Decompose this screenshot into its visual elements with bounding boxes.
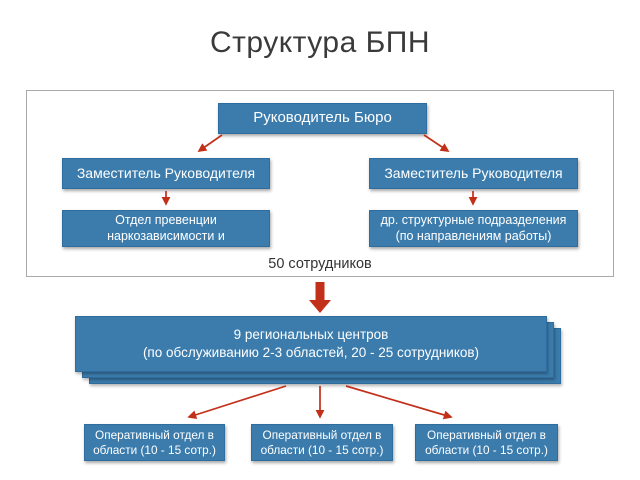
- other-units-box: др. структурные подразделения (по направ…: [369, 210, 578, 247]
- other-units-line2: (по направлениям работы): [395, 228, 552, 243]
- prevention-dept-line2: наркозависимости и: [107, 228, 225, 243]
- deputy-left-box: Заместитель Руководителя: [62, 158, 270, 189]
- operational-dept-1-line1: Оперативный отдел в: [95, 427, 214, 442]
- arrow-regional-to-op1: [187, 385, 287, 420]
- operational-dept-1-line2: области (10 - 15 сотр.): [93, 442, 216, 457]
- slide-title: Структура БПН: [209, 26, 431, 59]
- regional-centers-line2: (по обслуживанию 2-3 областей, 20 - 25 с…: [142, 345, 480, 360]
- operational-dept-3-line1: Оперативный отдел в: [427, 427, 546, 442]
- operational-dept-box-2: Оперативный отдел в области (10 - 15 сот…: [251, 424, 393, 461]
- deputy-right-label: Заместитель Руководителя: [384, 164, 563, 181]
- prevention-dept-line1: Отдел превенции: [115, 212, 217, 227]
- staff-count-note: 50 сотрудников: [268, 256, 372, 272]
- regional-centers-line1: 9 региональных центров: [233, 326, 389, 342]
- head-box: Руководитель Бюро: [218, 103, 427, 134]
- operational-dept-box-1: Оперативный отдел в области (10 - 15 сот…: [84, 424, 225, 461]
- arrow-regional-to-op3: [345, 385, 453, 420]
- other-units-line1: др. структурные подразделения: [380, 212, 567, 227]
- arrow-bureau-to-regional: [309, 282, 331, 313]
- operational-dept-2-line2: области (10 - 15 сотр.): [260, 442, 384, 457]
- head-label: Руководитель Бюро: [253, 109, 392, 127]
- operational-dept-box-3: Оперативный отдел в области (10 - 15 сот…: [415, 424, 558, 461]
- deputy-left-label: Заместитель Руководителя: [76, 164, 256, 181]
- operational-dept-3-line2: области (10 - 15 сотр.): [425, 442, 548, 457]
- regional-centers-box: 9 региональных центров (по обслуживанию …: [75, 316, 547, 372]
- deputy-right-box: Заместитель Руководителя: [369, 158, 578, 189]
- operational-dept-2-line1: Оперативный отдел в: [262, 427, 382, 442]
- prevention-dept-box: Отдел превенции наркозависимости и: [62, 210, 270, 247]
